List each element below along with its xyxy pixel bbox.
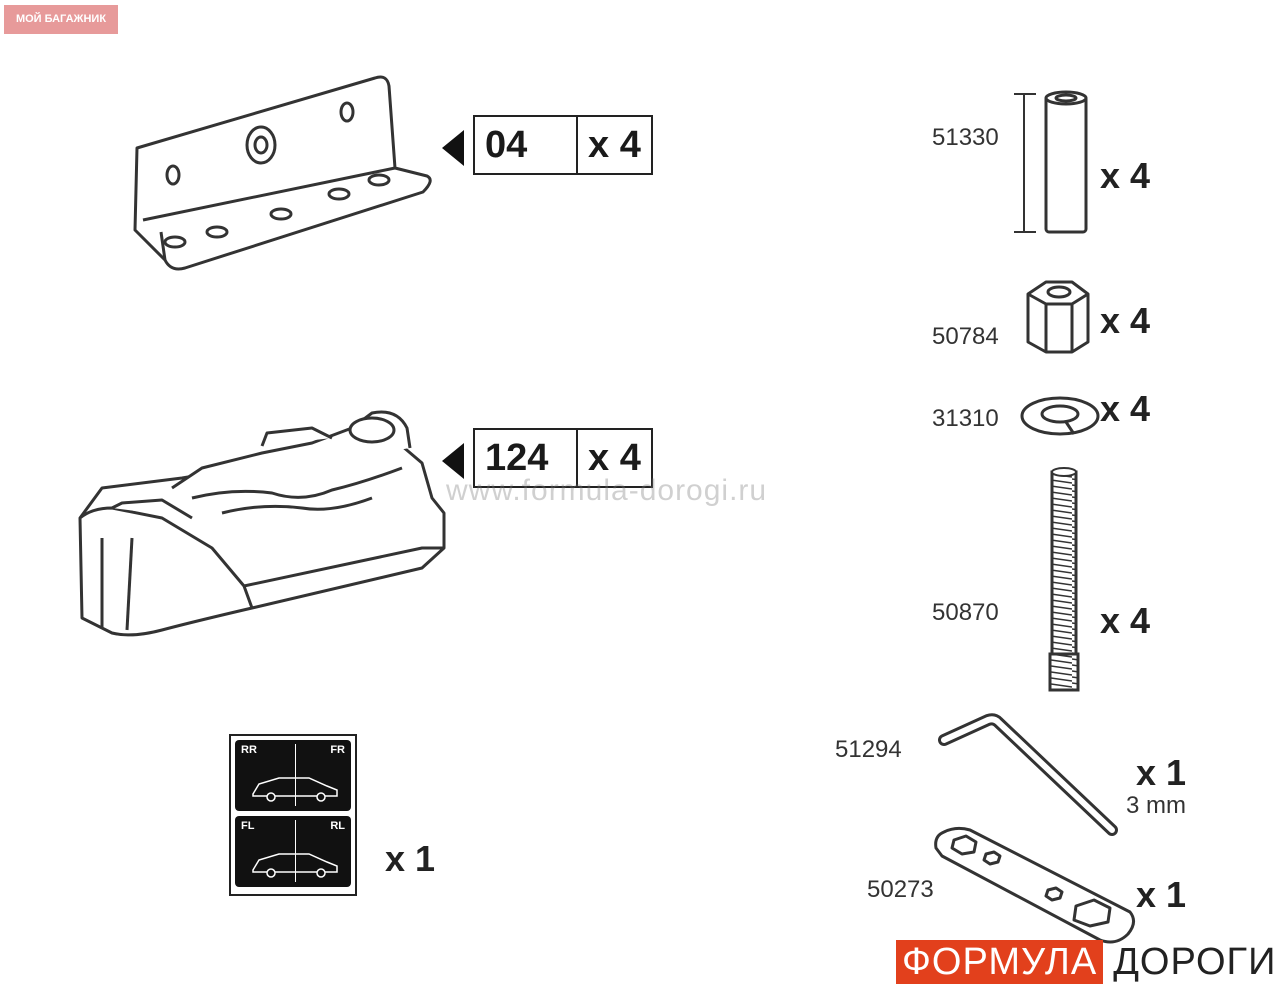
kit-qty: x 4: [588, 436, 641, 479]
hex-key-icon: [938, 713, 1118, 836]
threaded-rod-icon: [1048, 467, 1080, 692]
part-qty: x 1: [1136, 874, 1187, 915]
sticker-qty: x 1: [385, 838, 436, 879]
logo-part1: ФОРМУЛА: [896, 940, 1104, 984]
sticker-label: FL: [241, 820, 255, 832]
spacer-tube-icon: [1014, 90, 1088, 234]
part-qty: x 1: [1136, 752, 1187, 793]
part-qty: x 4: [1100, 300, 1151, 341]
spring-washer-icon: [1020, 396, 1100, 436]
foot-pad-icon: [78, 410, 446, 637]
part-number: 51294: [835, 736, 902, 763]
hex-nut-icon: [1026, 280, 1090, 354]
sticker-panel: RR FR: [235, 740, 351, 811]
part-number: 50870: [932, 599, 999, 626]
part-number: 31310: [932, 405, 999, 432]
position-sticker-icon: RR FR FL RL: [229, 734, 357, 896]
kit-code: 04: [475, 117, 578, 173]
sticker-label: RL: [330, 820, 345, 832]
logo-part2: ДОРОГИ: [1113, 940, 1277, 983]
part-qty: x 4: [1100, 155, 1151, 196]
kit-qty: x 4: [588, 123, 641, 166]
watermark: www.formula-dorogi.ru: [446, 474, 768, 507]
part-number: 51330: [932, 124, 999, 151]
kit-code: 124: [475, 430, 578, 486]
pointer-arrow-icon: [442, 130, 464, 166]
kit-code-box: 04 x 4: [473, 115, 653, 175]
part-qty: x 4: [1100, 600, 1151, 641]
part-qty: x 4: [1100, 388, 1151, 429]
part-number: 50784: [932, 323, 999, 350]
bracket-icon: [133, 75, 432, 271]
sticker-label: RR: [241, 744, 257, 756]
part-note: 3 mm: [1126, 792, 1186, 819]
spanner-icon: [934, 826, 1135, 944]
sticker-label: FR: [330, 744, 345, 756]
sticker-panel: FL RL: [235, 816, 351, 887]
brand-logo: ФОРМУЛА ДОРОГИ: [896, 940, 1276, 984]
pointer-arrow-icon: [442, 443, 464, 479]
part-number: 50273: [867, 876, 934, 903]
site-badge: МОЙ БАГАЖНИК: [4, 5, 118, 34]
kit-code-box: 124 x 4: [473, 428, 653, 488]
